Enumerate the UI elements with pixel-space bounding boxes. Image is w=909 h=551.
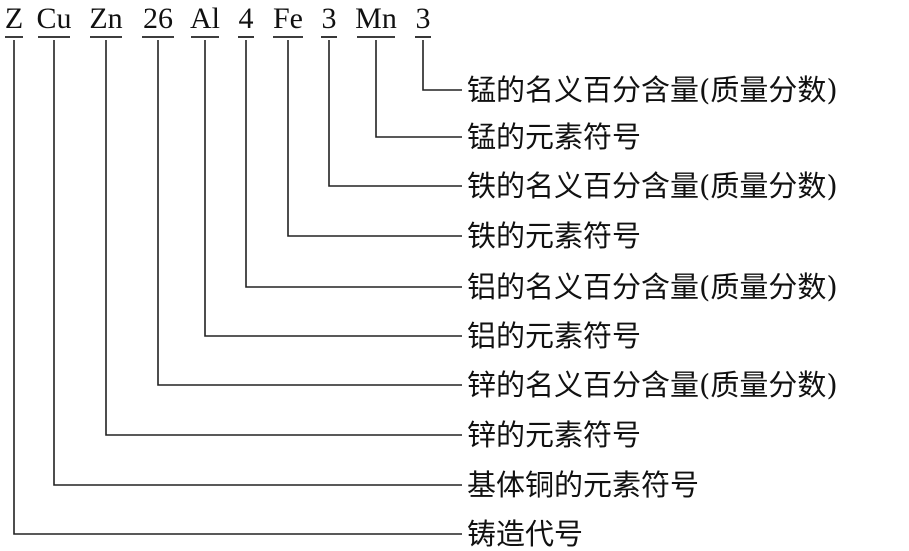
leader-line [245, 40, 462, 288]
leader-line [328, 40, 462, 187]
leader-line [422, 40, 462, 91]
label-mn-symbol: 锰的元素符号 [467, 120, 641, 154]
label-al-content: 铝的名义百分含量(质量分数) [467, 270, 838, 304]
token-al-symbol: Al [190, 2, 220, 35]
token-mn-content: 3 [416, 2, 431, 35]
label-zn-symbol: 锌的元素符号 [467, 418, 641, 452]
token-zn-symbol: Zn [89, 2, 122, 35]
designation-row: Z Cu Zn 26 Al 4 Fe 3 Mn 3 [5, 2, 431, 35]
token-fe-symbol: Fe [273, 2, 303, 35]
leader-line [53, 40, 462, 486]
token-zn-content: 26 [143, 2, 173, 35]
token-base-element: Cu [36, 2, 71, 35]
leader-line [105, 40, 462, 436]
token-mn-symbol: Mn [355, 2, 397, 35]
label-base-copper-symbol: 基体铜的元素符号 [467, 468, 699, 502]
token-al-content: 4 [239, 2, 254, 35]
explanation-labels: 锰的名义百分含量(质量分数) 锰的元素符号 铁的名义百分含量(质量分数) 铁的元… [467, 73, 838, 551]
token-casting-code: Z [5, 2, 23, 35]
leader-lines [13, 40, 462, 535]
label-mn-content: 锰的名义百分含量(质量分数) [467, 73, 838, 107]
leader-line [204, 40, 462, 337]
label-fe-content: 铁的名义百分含量(质量分数) [467, 169, 838, 203]
leader-line [375, 40, 462, 138]
token-fe-content: 3 [322, 2, 337, 35]
label-zn-content: 锌的名义百分含量(质量分数) [467, 368, 838, 402]
label-al-symbol: 铝的元素符号 [467, 319, 641, 353]
label-casting-code: 铸造代号 [467, 517, 583, 551]
label-fe-symbol: 铁的元素符号 [467, 219, 641, 253]
leader-line [157, 40, 462, 386]
leader-line [287, 40, 462, 237]
leader-line [13, 40, 462, 535]
